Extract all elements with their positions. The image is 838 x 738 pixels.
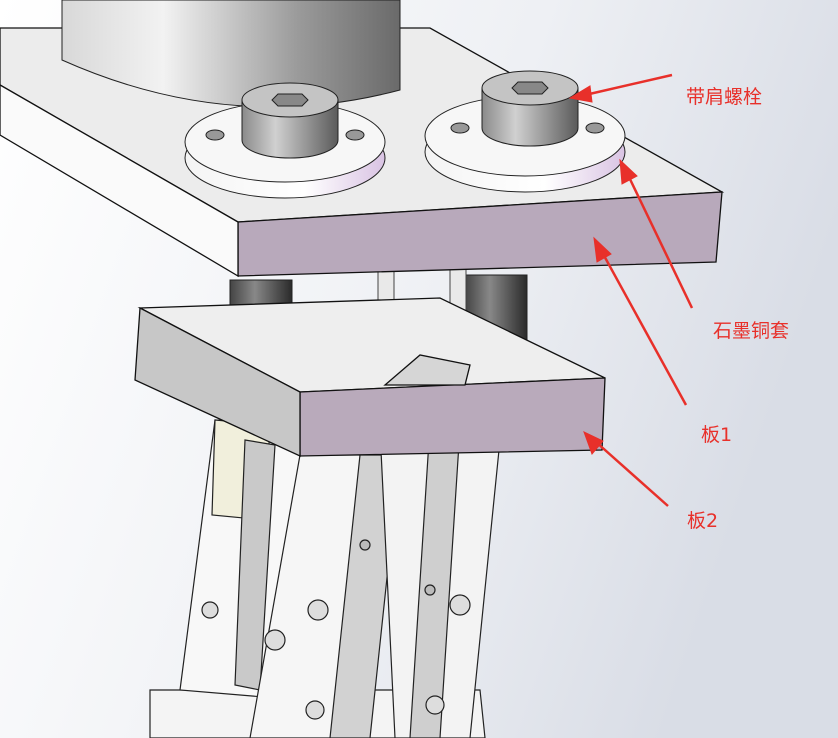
label-shoulder-bolt: 带肩螺栓 (686, 86, 763, 108)
arrow-plate-2 (595, 441, 669, 507)
plate-2-model (134, 297, 606, 458)
label-plate-2: 板2 (687, 510, 719, 532)
annotation-arrows (568, 73, 694, 507)
gripper-body (149, 419, 501, 738)
shoulder-bolt-assemblies (184, 70, 626, 199)
label-plate-1: 板1 (701, 424, 733, 446)
arrow-shoulder-bolt (584, 73, 673, 97)
cylinder-body (61, 0, 401, 108)
label-graphite-bushing: 石墨铜套 (713, 320, 790, 342)
arrow-plate-1 (600, 251, 688, 406)
arrow-graphite-bushing (626, 174, 694, 309)
